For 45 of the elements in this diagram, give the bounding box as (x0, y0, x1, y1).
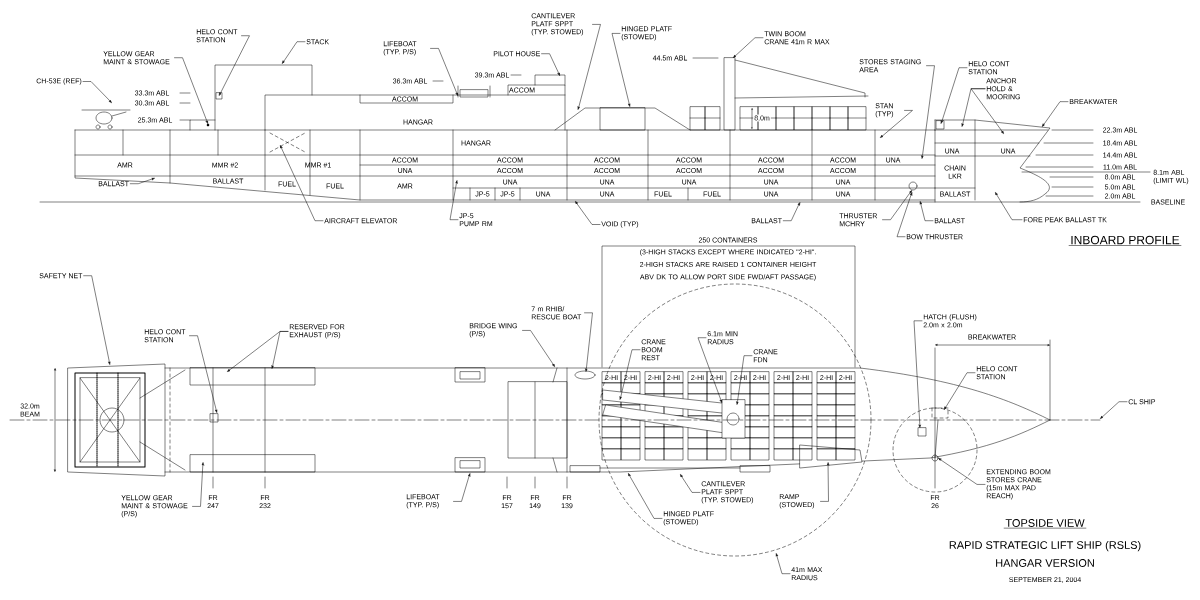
leader-line (219, 35, 250, 96)
leader-line (192, 462, 204, 507)
leader-line (271, 331, 289, 369)
topside-view-drawing (9, 283, 1101, 557)
leader-line (783, 202, 800, 221)
leader-line (919, 201, 934, 221)
leader-line (736, 355, 753, 405)
leader-line (1042, 101, 1069, 127)
leader-line (941, 67, 968, 124)
leader-line (896, 192, 912, 237)
leader-line (970, 88, 1004, 134)
leader-line (577, 24, 601, 110)
leader-line (733, 37, 764, 58)
leader-line (882, 190, 912, 220)
leader-line (628, 473, 663, 519)
leader-line (921, 65, 935, 159)
leader-line (430, 48, 458, 96)
leader-line (82, 81, 112, 103)
leader-line (938, 458, 986, 485)
leader-line (944, 372, 976, 410)
drawing-title: RAPID STRATEGIC LIFT SHIP (RSLS) (949, 540, 1141, 552)
leader-line (880, 110, 913, 138)
leader-line (189, 335, 218, 413)
leader-line (280, 145, 324, 221)
leader-line (1100, 401, 1128, 419)
leader-line (697, 337, 722, 403)
view-title: TOPSIDE VIEW (1003, 519, 1087, 529)
leader-line (619, 349, 641, 400)
leader-line (282, 41, 306, 64)
leader-line (575, 201, 601, 225)
leader-line (83, 275, 111, 365)
leader-line (775, 553, 791, 574)
leader-line (174, 57, 208, 124)
leader-line (820, 462, 830, 502)
leader-line (522, 330, 555, 367)
leader-line (995, 192, 1023, 220)
leader-line (584, 312, 593, 372)
leader-line (453, 473, 471, 502)
leader-line (913, 320, 923, 428)
leader-line (449, 180, 459, 220)
leader-line (680, 474, 701, 493)
view-title: INBOARD PROFILE (1068, 235, 1182, 246)
leader-line (130, 178, 155, 184)
leader-line (541, 53, 560, 76)
leader-line (611, 33, 631, 107)
